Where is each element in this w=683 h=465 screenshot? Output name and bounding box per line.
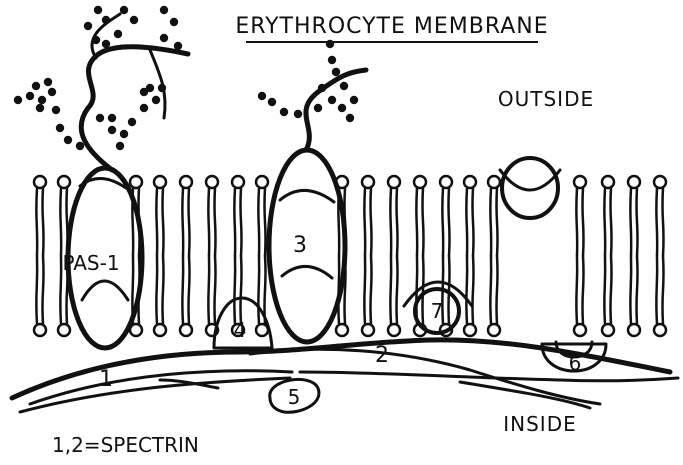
phospholipid — [628, 176, 640, 256]
sugar-residue-dot — [340, 82, 348, 90]
protein-7-label: 7 — [431, 299, 444, 323]
outside-label: OUTSIDE — [498, 87, 594, 111]
sugar-residue-dot — [48, 88, 56, 96]
sugar-residue-dot — [140, 104, 148, 112]
phospholipid — [440, 256, 452, 336]
sugar-residue-dot — [26, 92, 34, 100]
phospholipid — [362, 176, 374, 256]
protein-5-label: 5 — [288, 385, 301, 409]
protein-4-label: 4 — [234, 318, 247, 342]
diagram-title: ERYTHROCYTE MEMBRANE — [235, 14, 548, 39]
phospholipid — [654, 256, 666, 336]
sugar-residue-dot — [170, 18, 178, 26]
phospholipid — [154, 176, 166, 256]
sugar-residue-dot — [328, 96, 336, 104]
sugar-residue-dot — [128, 118, 136, 126]
phospholipid — [464, 176, 476, 256]
sugar-residue-dot — [120, 130, 128, 138]
phospholipid-bilayer — [34, 176, 666, 336]
phospholipid — [628, 256, 640, 336]
phospholipid — [180, 176, 192, 256]
sugar-residue-dot — [158, 84, 166, 92]
protein-2-label: 2 — [375, 343, 389, 368]
phospholipid — [414, 176, 426, 256]
sugar-residue-dot — [152, 96, 160, 104]
sugar-residue-dot — [52, 106, 60, 114]
sugar-residue-dot — [328, 56, 336, 64]
sugar-residue-dot — [114, 30, 122, 38]
sugar-residue-dot — [346, 114, 354, 122]
phospholipid — [388, 256, 400, 336]
sugar-residue-dot — [92, 36, 100, 44]
sugar-residue-dot — [102, 16, 110, 24]
sugar-residue-dot — [332, 68, 340, 76]
spectrin-legend: 1,2=SPECTRIN — [52, 433, 199, 457]
sugar-residue-dot — [350, 96, 358, 104]
sugar-residue-dot — [130, 16, 138, 24]
phospholipid — [34, 176, 46, 256]
sugar-residue-dot — [84, 22, 92, 30]
phospholipid — [154, 256, 166, 336]
protein-1-label: 1 — [99, 367, 113, 392]
phospholipid — [256, 176, 268, 256]
sugar-residue-dot — [116, 142, 124, 150]
protein-3-band3 — [269, 150, 345, 342]
phospholipid — [488, 256, 500, 336]
sugar-residue-dot — [56, 124, 64, 132]
sugar-residue-dot — [108, 114, 116, 122]
phospholipid — [388, 176, 400, 256]
protein-6-label: 6 — [569, 351, 582, 375]
pas1-label: PAS-1 — [62, 251, 119, 275]
phospholipid — [440, 176, 452, 256]
sugar-residue-dot — [268, 98, 276, 106]
sugar-residue-dot — [174, 42, 182, 50]
sugar-residue-dot — [338, 104, 346, 112]
sugar-residue-dot — [314, 104, 322, 112]
inside-label: INSIDE — [503, 412, 577, 436]
phospholipid — [574, 256, 586, 336]
pas1-sugar-residues — [14, 6, 182, 150]
phospholipid — [574, 176, 586, 256]
sugar-residue-dot — [326, 40, 334, 48]
sugar-residue-dot — [14, 96, 22, 104]
sugar-residue-dot — [102, 40, 110, 48]
outer-peripheral-protein — [500, 158, 560, 218]
sugar-residue-dot — [258, 92, 266, 100]
sugar-residue-dot — [94, 6, 102, 14]
sugar-residue-dot — [160, 34, 168, 42]
sugar-residue-dot — [294, 110, 302, 118]
sugar-residue-dot — [32, 82, 40, 90]
phospholipid — [206, 176, 218, 256]
phospholipid — [362, 256, 374, 336]
phospholipid — [654, 176, 666, 256]
sugar-residue-dot — [38, 96, 46, 104]
sugar-residue-dot — [96, 114, 104, 122]
sugar-residue-dot — [318, 84, 326, 92]
sugar-residue-dot — [160, 6, 168, 14]
phospholipid — [232, 176, 244, 256]
phospholipid — [602, 256, 614, 336]
phospholipid — [34, 256, 46, 336]
sugar-residue-dot — [36, 104, 44, 112]
protein-3-label: 3 — [293, 233, 307, 258]
sugar-residue-dot — [280, 108, 288, 116]
phospholipid — [180, 256, 192, 336]
phospholipid — [602, 176, 614, 256]
sugar-residue-dot — [120, 6, 128, 14]
sugar-residue-dot — [76, 142, 84, 150]
sugar-residue-dot — [44, 78, 52, 86]
sugar-residue-dot — [108, 126, 116, 134]
sugar-residue-dot — [140, 88, 148, 96]
sugar-residue-dot — [64, 136, 72, 144]
phospholipid — [488, 176, 500, 256]
